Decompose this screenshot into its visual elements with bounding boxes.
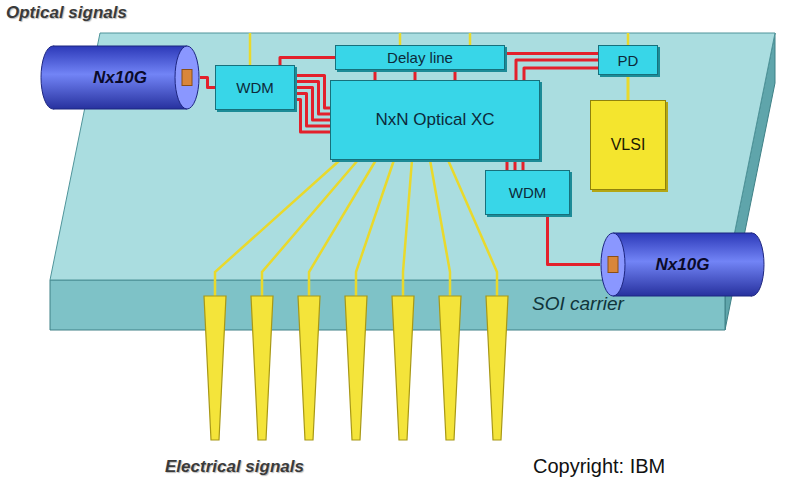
optical-waveguide (516, 60, 598, 80)
optical-waveguide (200, 78, 215, 88)
waveguide-path (454, 70, 457, 80)
copyright-note-slot: Copyright: IBM (533, 455, 665, 478)
waveguide-path (506, 160, 509, 170)
electrical-signals-label-slot: Electrical signals (165, 457, 304, 477)
waveguide-path (516, 60, 598, 80)
fiber-cylinder: Nx10G (600, 232, 765, 297)
electrical-wires (215, 33, 628, 296)
wdm-box-label: WDM (236, 79, 274, 96)
optical-waveguide (505, 53, 598, 54)
electrical-pin (204, 296, 226, 440)
optical-signals-label-slot: Optical signals (6, 3, 127, 23)
waveguide-path (295, 100, 330, 133)
vlsi-chip-label: VLSI (611, 136, 646, 154)
electrical-wire (403, 160, 412, 296)
wdm-box-label: WDM (509, 184, 547, 201)
waveguide-path (280, 58, 335, 66)
electrical-wire (448, 160, 497, 296)
electrical-pins (204, 296, 508, 440)
electrical-pin (251, 296, 273, 440)
crossconnect-box-label: NxN Optical XC (375, 110, 494, 130)
copyright-note: Copyright: IBM (533, 455, 665, 477)
bond-wire (399, 33, 402, 45)
optical-waveguide (507, 160, 523, 170)
fiber-cylinder-label: Nx10G (656, 255, 710, 275)
cylinder-body (613, 233, 752, 296)
waveguide-path (374, 70, 377, 80)
delay-line-box: Delay line (335, 45, 505, 70)
electrical-pin (345, 296, 367, 440)
electrical-wire (215, 160, 340, 296)
delay-line-box-label: Delay line (387, 49, 453, 66)
cylinder-body (53, 46, 187, 109)
waveguide-path (414, 70, 417, 80)
cylinder-edge (613, 296, 752, 297)
optical-waveguide (548, 215, 601, 265)
electrical-pin (486, 296, 508, 440)
optical-signals-label: Optical signals (6, 3, 127, 22)
waveguide-path (627, 75, 630, 100)
bond-wire (469, 33, 472, 45)
carrier-label: SOI carrier (532, 293, 624, 314)
fiber-cylinder: Nx10G (40, 45, 200, 110)
electrical-signals-label: Electrical signals (165, 457, 304, 476)
cylinder-cap (601, 233, 625, 296)
bond-wire (627, 33, 630, 45)
electrical-pin (392, 296, 414, 440)
carrier-label-slot: SOI carrier (532, 293, 624, 315)
electrical-link (628, 75, 629, 100)
cylinder-edge (613, 233, 752, 234)
fiber-connector (608, 257, 618, 273)
waveguide-path (522, 160, 525, 170)
waveguide-path (200, 78, 215, 88)
waveguide-path (505, 52, 598, 55)
bond-wire (249, 33, 252, 65)
electrical-pin (298, 296, 320, 440)
electrical-wire (309, 160, 376, 296)
cylinder-edge (53, 109, 187, 110)
electrical-wire (356, 160, 394, 296)
optical-waveguide (280, 58, 335, 66)
pd-box-label: PD (618, 52, 639, 69)
cylinder-edge (53, 46, 187, 47)
pd-box: PD (598, 45, 658, 75)
waveguide-path (524, 68, 598, 80)
optical-waveguide (295, 76, 330, 133)
electrical-wire (430, 160, 450, 296)
vlsi-chip: VLSI (590, 100, 666, 190)
electrical-pin (439, 296, 461, 440)
cylinder-cap (175, 46, 199, 109)
waveguide-path (514, 160, 517, 170)
fiber-connector (182, 70, 192, 86)
waveguide-path (548, 215, 601, 265)
fiber-cylinder-label: Nx10G (93, 68, 147, 88)
wdm-box: WDM (215, 65, 295, 110)
crossconnect-box: NxN Optical XC (330, 80, 540, 160)
wdm-box: WDM (485, 170, 570, 215)
optical-waveguide (375, 70, 455, 80)
